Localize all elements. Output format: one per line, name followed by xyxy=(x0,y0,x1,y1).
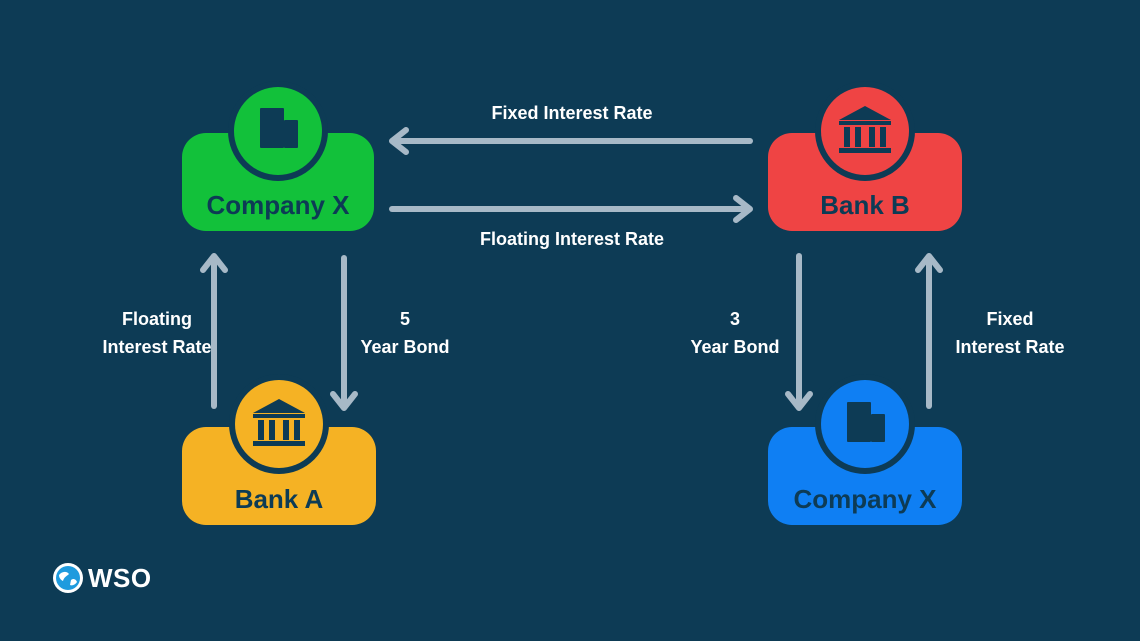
flow-label-line: Year Bond xyxy=(360,337,450,357)
flow-label-left-floating: Floating Interest Rate xyxy=(72,305,242,361)
flow-label-line: Interest Rate xyxy=(102,337,212,357)
flow-label-5-year-bond: 5 Year Bond xyxy=(340,305,470,361)
node-bank-a xyxy=(182,374,376,525)
arrow-3-year-bond xyxy=(785,253,813,411)
node-company-x-top xyxy=(182,81,374,231)
arrow-fixed-to-company-x xyxy=(389,127,753,155)
flow-label-line: Floating xyxy=(122,309,192,329)
flow-label-fixed-interest-rate: Fixed Interest Rate xyxy=(491,103,653,123)
flow-label-line: 3 xyxy=(729,309,740,329)
wso-globe-icon xyxy=(53,563,83,593)
node-label-bank-a: Bank A xyxy=(234,484,324,514)
arrow-5-year-bond xyxy=(330,255,358,411)
node-label-bank-b: Bank B xyxy=(820,190,910,220)
flow-label-line: Year Bond xyxy=(690,337,780,357)
wso-logo-text: WSO xyxy=(88,562,152,593)
arrow-floating-to-bank-b xyxy=(389,195,753,223)
arrow-fixed-to-bank-b xyxy=(915,253,943,409)
node-company-x-bottom xyxy=(768,374,962,525)
node-label-company-x-bottom: Company X xyxy=(793,484,937,514)
node-label-company-x-top: Company X xyxy=(206,190,350,220)
flow-label-line: Interest Rate xyxy=(955,337,1065,357)
node-bank-b xyxy=(768,81,962,231)
flow-label-line: 5 xyxy=(399,309,410,329)
wso-logo: WSO xyxy=(52,562,152,594)
flow-label-3-year-bond: 3 Year Bond xyxy=(670,305,800,361)
flow-label-line: Fixed xyxy=(986,309,1034,329)
flow-label-floating-interest-rate: Floating Interest Rate xyxy=(479,229,665,249)
flow-label-right-fixed: Fixed Interest Rate xyxy=(935,305,1085,361)
arrow-floating-to-company-x xyxy=(200,253,228,409)
